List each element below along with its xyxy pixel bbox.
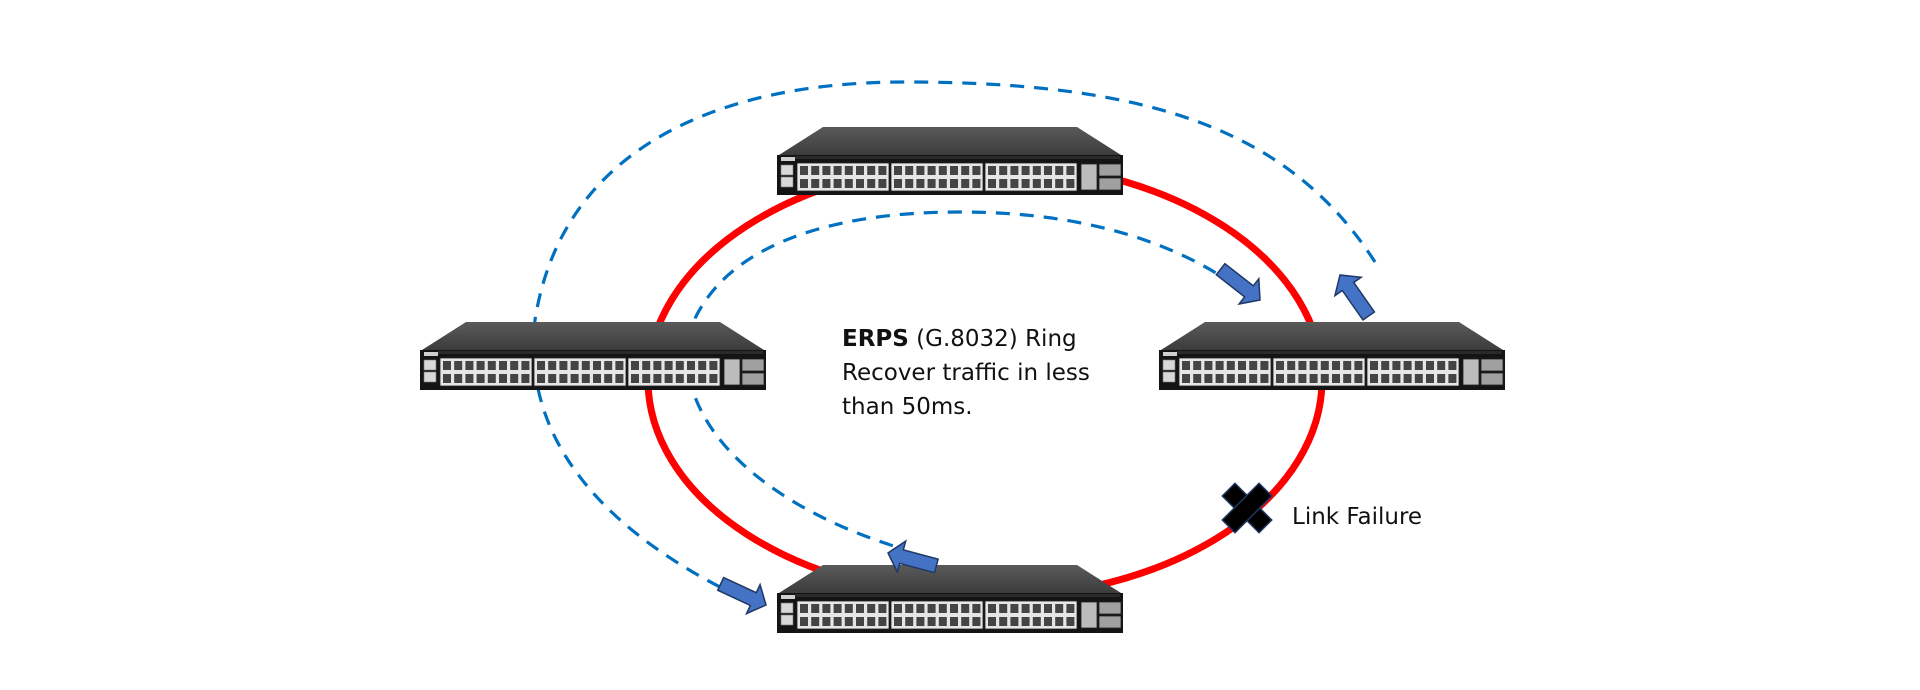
network-switch-icon [419,322,767,391]
network-switch-icon [776,565,1124,634]
switch-top[interactable] [776,127,1124,196]
caption-title-rest: (G.8032) Ring [908,326,1077,352]
caption-title-bold: ERPS [842,326,909,352]
link-failure-label: Link Failure [1292,504,1423,530]
switch-left[interactable] [419,322,767,391]
switch-right[interactable] [1158,322,1506,391]
caption-line-2: Recover traffic in less [842,360,1090,386]
caption-line-3: than 50ms. [842,394,973,420]
erps-caption: ERPS (G.8032) Ring Recover traffic in le… [842,322,1090,424]
network-switch-icon [1158,322,1506,391]
x-mark-icon [1221,482,1273,534]
block-arrow-icon [716,262,1376,616]
inner-traffic-path [685,210,1256,550]
switch-bottom[interactable] [776,565,1124,634]
network-switch-icon [776,127,1124,196]
